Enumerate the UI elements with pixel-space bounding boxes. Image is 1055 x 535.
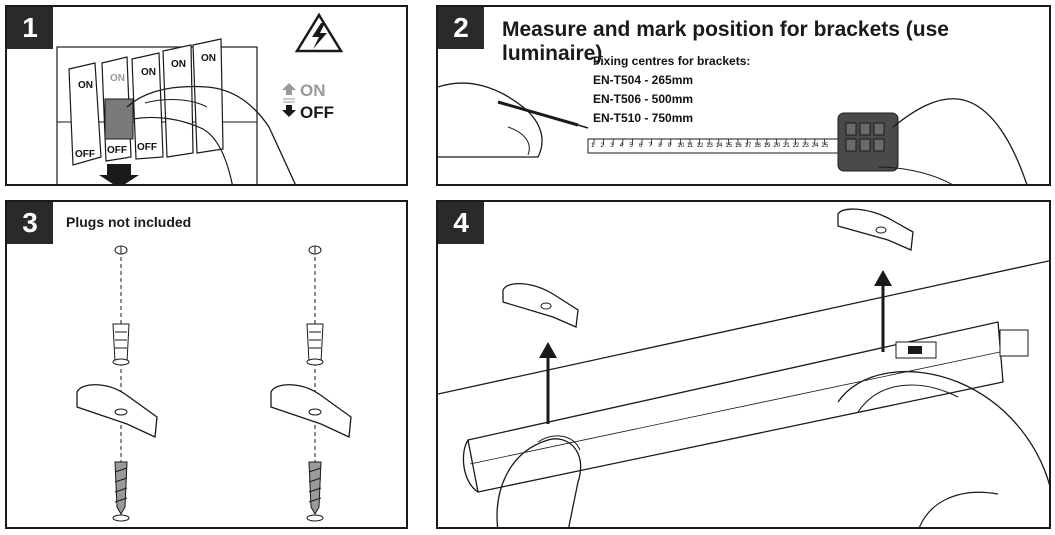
high-voltage-warning-icon: [294, 12, 344, 53]
tape-number: 6: [639, 143, 643, 149]
tape-number: 5: [629, 143, 633, 149]
fixing-item: EN-T506 - 500mm: [593, 92, 694, 106]
arrow-up-icon: [282, 83, 296, 95]
switch-label-on: ON: [201, 53, 216, 64]
switch-label-off: OFF: [75, 149, 95, 160]
tape-number: 22: [792, 143, 800, 149]
tape-number: 25: [821, 143, 829, 149]
fixing-item: EN-T504 - 265mm: [593, 73, 694, 87]
step-title: Plugs not included: [66, 214, 192, 230]
bracket-mounting-illustration: [438, 208, 1049, 527]
tape-number: 3: [610, 143, 614, 149]
arrow-down-icon: [282, 105, 296, 117]
step-3-panel: 3 Plugs not included: [5, 200, 408, 529]
tape-number: 11: [687, 143, 694, 149]
switch-label-on: ON: [141, 67, 156, 78]
tape-number: 21: [783, 143, 790, 149]
tape-number: 18: [754, 143, 761, 149]
measuring-tape-illustration: [438, 82, 1028, 184]
fixing-stack-left: [76, 245, 158, 522]
step-2-panel: 2 Measure and mark position for brackets…: [436, 5, 1051, 186]
tape-number: 17: [744, 143, 752, 149]
tape-number: 8: [658, 143, 662, 149]
breaker-switch-illustration: [56, 12, 344, 184]
tape-number: 16: [735, 143, 742, 149]
switch-label-off: OFF: [107, 145, 127, 156]
tape-number: 9: [667, 143, 672, 149]
tape-number: 1: [591, 143, 595, 149]
switch-down-arrow-icon: [99, 164, 139, 184]
tape-number: 2: [600, 143, 604, 149]
step-title: Measure and mark position for brackets (…: [502, 18, 949, 65]
step-number-badge: 4: [438, 202, 484, 244]
tape-ticks: [593, 139, 825, 145]
step-4-panel: 4: [436, 200, 1051, 529]
tape-number: 20: [773, 143, 781, 149]
switch-label-off: OFF: [137, 142, 157, 153]
tape-number: 7: [648, 143, 652, 149]
step-number-badge: 2: [438, 7, 484, 49]
tape-number: 13: [706, 143, 713, 149]
tape-number: 4: [619, 143, 624, 149]
tape-number: 19: [763, 143, 771, 149]
tape-number: 12: [696, 143, 704, 149]
tape-number: 24: [811, 143, 819, 149]
switch-label-on: ON: [171, 59, 186, 70]
tape-number: 14: [715, 143, 723, 149]
off-label: OFF: [300, 103, 334, 122]
tape-number: 15: [725, 143, 733, 149]
step-1-panel: 1 ON OFF ON ON ON ON ON OFF OFF OFF: [5, 5, 408, 186]
tape-number: 10: [677, 143, 685, 149]
fixing-item: EN-T510 - 750mm: [593, 111, 694, 125]
switch-label-on: ON: [110, 73, 125, 84]
step-number-badge: 1: [7, 7, 53, 49]
fixing-centres-header: Fixing centres for brackets:: [593, 54, 751, 68]
tape-number: 23: [802, 143, 809, 149]
switch-label-on: ON: [78, 80, 93, 91]
on-label: ON: [300, 81, 326, 100]
step-number-badge: 3: [7, 202, 53, 244]
fixing-exploded-view: [76, 245, 352, 523]
